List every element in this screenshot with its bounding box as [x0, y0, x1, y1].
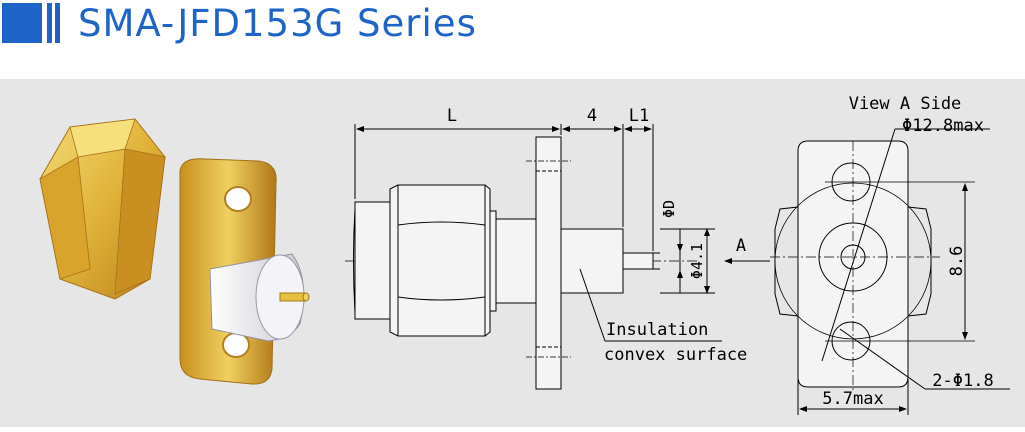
- dim-label-4: 4: [587, 106, 597, 126]
- title-accent-bar: [55, 3, 60, 43]
- dim-label-8-6: 8.6: [947, 246, 967, 277]
- dim-label-phi-4-1: Φ4.1: [688, 243, 706, 279]
- title-accent-block: [2, 3, 42, 43]
- note-insulation: Insulation: [606, 320, 708, 340]
- page-title: SMA-JFD153G Series: [78, 2, 477, 45]
- side-view-drawing: [345, 124, 770, 390]
- dim-label-phi-12-8: Φ12.8max: [902, 116, 984, 136]
- end-view-drawing: [770, 128, 1010, 415]
- dim-label-phi-d: ΦD: [660, 200, 678, 218]
- header: SMA-JFD153G Series: [0, 0, 1025, 58]
- connector-render-icon: [39, 118, 310, 385]
- dim-label-L: L: [447, 106, 457, 126]
- dim-label-L1: L1: [629, 106, 649, 126]
- view-arrow-label: A: [736, 236, 746, 256]
- end-view-title: View A Side: [849, 94, 962, 114]
- title-accent-bar: [47, 3, 52, 43]
- drawing-panel: L 4 L1 ΦD Φ4.1 A Insulation convex surfa…: [0, 79, 1025, 427]
- dim-label-5-7: 5.7max: [822, 389, 883, 409]
- dim-label-holes: 2-Φ1.8: [932, 371, 993, 391]
- note-convex-surface: convex surface: [604, 345, 747, 365]
